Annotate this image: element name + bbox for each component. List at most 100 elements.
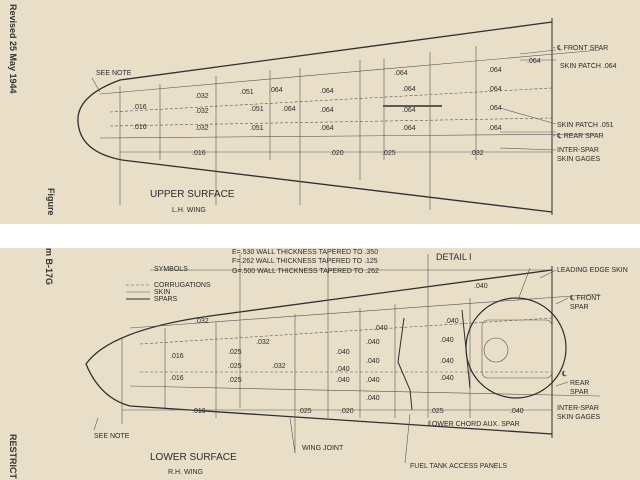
gage-value: .025	[228, 377, 242, 384]
upper-rear-spar-label: - ℄ REAR SPAR	[553, 133, 604, 140]
upper-wing-outline	[77, 21, 553, 213]
dimension-value: .020	[340, 408, 354, 415]
upper-corrugation-line	[109, 117, 553, 127]
gage-value: .040	[445, 318, 459, 325]
gage-value: .064	[320, 125, 334, 132]
lower-gage-values: .040 .032 .040 .040 .016 .025 .032 .040 …	[170, 283, 488, 402]
upper-leader-lines	[91, 49, 557, 151]
lower-rear-spar-label-3: SPAR	[570, 389, 589, 396]
gage-value: .032	[195, 108, 209, 115]
scan-gap-band	[0, 224, 640, 248]
gage-value: .064	[320, 88, 334, 95]
lower-surface-title: LOWER SURFACE	[150, 452, 237, 463]
upper-see-note: SEE NOTE	[96, 70, 132, 77]
gage-value: .040	[336, 377, 350, 384]
dimension-value: .016	[192, 150, 206, 157]
gage-value: .064	[488, 125, 502, 132]
gage-value: .016	[170, 353, 184, 360]
symbol-skin: SKIN	[154, 289, 170, 296]
upper-surface-title: UPPER SURFACE	[150, 189, 235, 200]
upper-skin-patch-064-label: SKIN PATCH .064	[560, 63, 617, 70]
gage-value: .040	[474, 283, 488, 290]
figure-label: Figure	[46, 188, 56, 216]
gage-value: .040	[366, 339, 380, 346]
lower-station-lines	[121, 254, 471, 453]
gage-value: .064	[488, 67, 502, 74]
gage-value: .032	[195, 318, 209, 325]
lower-front-spar-label-2: SPAR	[570, 304, 589, 311]
gage-value: .040	[366, 395, 380, 402]
detail-i-fitting	[481, 319, 553, 379]
gage-value: .040	[440, 358, 454, 365]
dimension-value: .016	[192, 408, 206, 415]
lower-front-spar	[129, 293, 601, 329]
gage-value: .025	[228, 349, 242, 356]
lower-aux-spar	[397, 317, 413, 411]
lower-dimension-values: .016 .025 .020 .025 .040	[192, 408, 524, 415]
gage-value: .064	[320, 107, 334, 114]
note-g: G=.500 WALL THICKNESS TAPERED TO .262	[232, 268, 379, 275]
upper-skin-gages-label: SKIN GAGES	[557, 156, 601, 163]
lower-wing-subtitle: R.H. WING	[168, 469, 203, 476]
dimension-value: .025	[298, 408, 312, 415]
symbol-corrugations: CORRUGATIONS	[154, 282, 211, 289]
gage-value: .032	[195, 125, 209, 132]
lower-see-note: SEE NOTE	[94, 433, 130, 440]
gage-value: .040	[440, 375, 454, 382]
gage-value: .032	[195, 93, 209, 100]
gage-value: .064	[402, 86, 416, 93]
gage-value: .051	[250, 125, 264, 132]
upper-station-lines	[119, 46, 477, 210]
upper-gage-values: .016 .016 .032 .032 .032 .051 .051 .051 …	[133, 58, 541, 132]
gage-value: .064	[488, 86, 502, 93]
upper-wing-subtitle: L.H. WING	[172, 207, 206, 214]
gage-value: .064	[394, 70, 408, 77]
lower-rear-spar-label: ℄	[561, 371, 567, 378]
gage-value: .016	[133, 104, 147, 111]
lower-surface-panel: m B-17G RESTRICT E=.530 WALL THICKNESS T…	[0, 248, 640, 480]
detail-i-circle	[465, 297, 567, 399]
detail-i-bolt	[483, 337, 509, 363]
dimension-value: .032	[470, 150, 484, 157]
gage-value: .025	[228, 363, 242, 370]
lower-skin-gages-label: SKIN GAGES	[557, 414, 601, 421]
note-f: F=.262 WALL THICKNESS TAPERED TO .125	[232, 258, 378, 265]
revised-date: Revised 25 May 1944	[8, 4, 18, 94]
gage-value: .032	[256, 339, 270, 346]
gage-value: .040	[366, 377, 380, 384]
gage-value: .064	[402, 125, 416, 132]
upper-front-spar-label: - ℄ FRONT SPAR	[553, 45, 608, 52]
model-label: m B-17G	[44, 248, 54, 285]
gage-value: .064	[269, 87, 283, 94]
gage-value: .032	[272, 363, 286, 370]
gage-value: .016	[133, 124, 147, 131]
dimension-value: .020	[330, 150, 344, 157]
lower-rear-spar	[129, 385, 601, 397]
lower-corrugation-line	[139, 317, 553, 345]
gage-value: .064	[282, 106, 296, 113]
gage-value: .064	[488, 105, 502, 112]
aux-spar-label: LOWER CHORD AUX. SPAR	[428, 421, 520, 428]
upper-wing-drawing: Revised 25 May 1944 Figure SEE NOTE - ℄ …	[8, 4, 617, 216]
gage-value: .064	[527, 58, 541, 65]
gage-value: .040	[374, 325, 388, 332]
dimension-value: .025	[382, 150, 396, 157]
gage-value: .040	[366, 358, 380, 365]
lower-wing-outline	[85, 269, 553, 435]
gage-value: .040	[336, 366, 350, 373]
detail-i-label: DETAIL I	[436, 252, 472, 262]
dimension-value: .040	[510, 408, 524, 415]
leading-edge-skin-label: LEADING EDGE SKIN	[557, 267, 628, 274]
upper-dimension-values: .016 .020 .025 .032	[192, 150, 484, 157]
symbols-title: SYMBOLS	[154, 266, 188, 273]
gage-value: .051	[240, 89, 254, 96]
gage-value: .040	[336, 349, 350, 356]
lower-inter-spar-label: INTER-SPAR	[557, 405, 599, 412]
dimension-value: .025	[430, 408, 444, 415]
upper-skin-patch-051-label: SKIN PATCH .051	[557, 122, 614, 129]
restricted-label: RESTRICT	[8, 434, 18, 480]
gage-value: .040	[440, 337, 454, 344]
gage-value: .064	[402, 107, 416, 114]
upper-corrugation-line	[109, 87, 553, 113]
